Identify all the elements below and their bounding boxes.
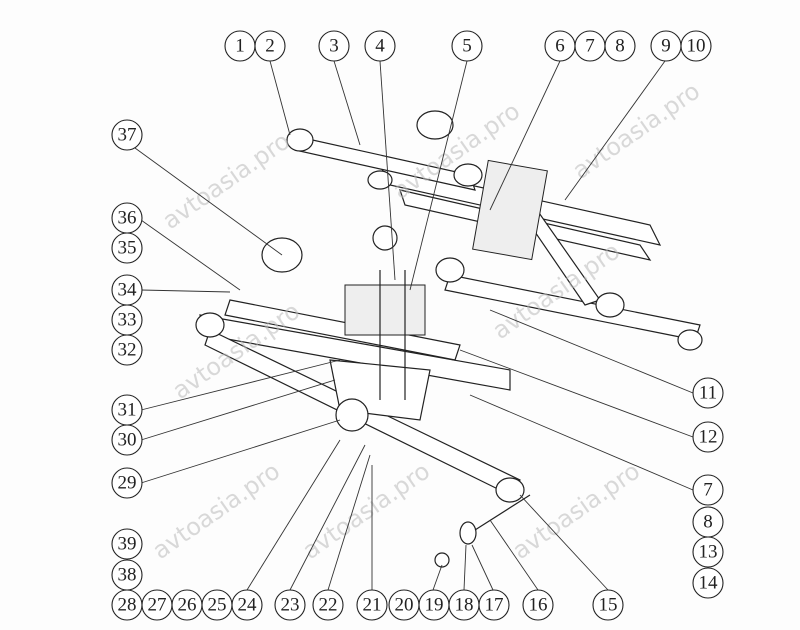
callout-14: 14: [692, 567, 724, 599]
watermark: avtoasia.pro: [507, 457, 645, 565]
callout-16: 16: [522, 589, 554, 621]
svg-text:1: 1: [235, 36, 245, 57]
svg-text:29: 29: [118, 473, 137, 494]
svg-text:25: 25: [208, 595, 227, 616]
svg-text:11: 11: [699, 383, 717, 404]
callout-5: 5: [451, 30, 483, 62]
callout-24: 24: [231, 589, 263, 621]
svg-text:17: 17: [485, 595, 504, 616]
svg-text:38: 38: [118, 565, 137, 586]
callout-37: 37: [111, 119, 143, 151]
svg-text:28: 28: [118, 595, 137, 616]
callout-9: 9: [650, 30, 682, 62]
svg-text:15: 15: [599, 595, 618, 616]
svg-text:4: 4: [375, 36, 385, 57]
svg-text:39: 39: [118, 534, 137, 555]
svg-text:24: 24: [238, 595, 258, 616]
leader-lines: [134, 60, 694, 591]
svg-text:8: 8: [615, 36, 625, 57]
svg-text:33: 33: [118, 310, 137, 331]
svg-text:3: 3: [329, 36, 339, 57]
callout-33: 33: [111, 304, 143, 336]
svg-text:13: 13: [699, 542, 718, 563]
callout-6: 6: [544, 30, 576, 62]
callout-22: 22: [312, 589, 344, 621]
svg-text:6: 6: [555, 36, 565, 57]
callout-2: 2: [254, 30, 286, 62]
svg-text:19: 19: [425, 595, 444, 616]
svg-text:18: 18: [455, 595, 474, 616]
watermark: avtoasia.pro: [147, 457, 285, 565]
callout-8: 8: [604, 30, 636, 62]
svg-text:23: 23: [281, 595, 300, 616]
svg-text:10: 10: [687, 36, 706, 57]
svg-text:8: 8: [703, 512, 713, 533]
svg-text:2: 2: [265, 36, 275, 57]
svg-text:22: 22: [319, 595, 338, 616]
callout-11: 11: [692, 377, 724, 409]
callout-27: 27: [141, 589, 173, 621]
callout-29: 29: [111, 467, 143, 499]
svg-text:32: 32: [118, 340, 137, 361]
rear-spring-assembly: [286, 110, 703, 351]
callout-3: 3: [318, 30, 350, 62]
svg-text:16: 16: [529, 595, 548, 616]
callout-39: 39: [111, 528, 143, 560]
svg-text:37: 37: [118, 125, 137, 146]
callout-35: 35: [111, 232, 143, 264]
callout-10: 10: [680, 30, 712, 62]
svg-text:7: 7: [585, 36, 595, 57]
svg-text:7: 7: [703, 480, 713, 501]
front-spring-assembly: [195, 237, 531, 568]
callout-21: 21: [356, 589, 388, 621]
callout-25: 25: [201, 589, 233, 621]
callout-18: 18: [448, 589, 480, 621]
callout-36: 36: [111, 202, 143, 234]
callout-17: 17: [478, 589, 510, 621]
callout-7: 7: [574, 30, 606, 62]
svg-text:36: 36: [118, 208, 137, 229]
svg-text:30: 30: [118, 430, 137, 451]
svg-text:20: 20: [395, 595, 414, 616]
callout-20: 20: [388, 589, 420, 621]
watermark: avtoasia.pro: [157, 127, 295, 235]
watermark: avtoasia.pro: [297, 457, 435, 565]
callouts-bottom: 28 27 26 25 24 23 22 21 20 19 18 17 16 1…: [111, 589, 624, 621]
callouts-right: 11 12 7 8 13 14: [692, 377, 724, 599]
callout-34: 34: [111, 274, 143, 306]
callouts-top: 1 2 3 4 5 6 7 8 9 10: [224, 30, 712, 62]
svg-text:9: 9: [661, 36, 671, 57]
callout-15: 15: [592, 589, 624, 621]
svg-text:12: 12: [699, 427, 718, 448]
callout-7-right: 7: [692, 474, 724, 506]
callout-26: 26: [171, 589, 203, 621]
svg-text:14: 14: [699, 573, 719, 594]
callout-19: 19: [418, 589, 450, 621]
callout-30: 30: [111, 424, 143, 456]
callout-32: 32: [111, 334, 143, 366]
svg-text:26: 26: [178, 595, 197, 616]
svg-text:31: 31: [118, 400, 137, 421]
svg-text:5: 5: [462, 36, 472, 57]
svg-text:27: 27: [148, 595, 167, 616]
callout-23: 23: [274, 589, 306, 621]
callout-38: 38: [111, 559, 143, 591]
callout-8-right: 8: [692, 506, 724, 538]
callout-31: 31: [111, 394, 143, 426]
callouts-left: 37 36 35 34 33 32 31 30 29 39 38: [111, 119, 143, 591]
callout-1: 1: [224, 30, 256, 62]
svg-text:34: 34: [118, 280, 138, 301]
svg-text:21: 21: [363, 595, 382, 616]
callout-12: 12: [692, 421, 724, 453]
callout-13: 13: [692, 536, 724, 568]
svg-text:35: 35: [118, 238, 137, 259]
callout-4: 4: [364, 30, 396, 62]
callout-28: 28: [111, 589, 143, 621]
